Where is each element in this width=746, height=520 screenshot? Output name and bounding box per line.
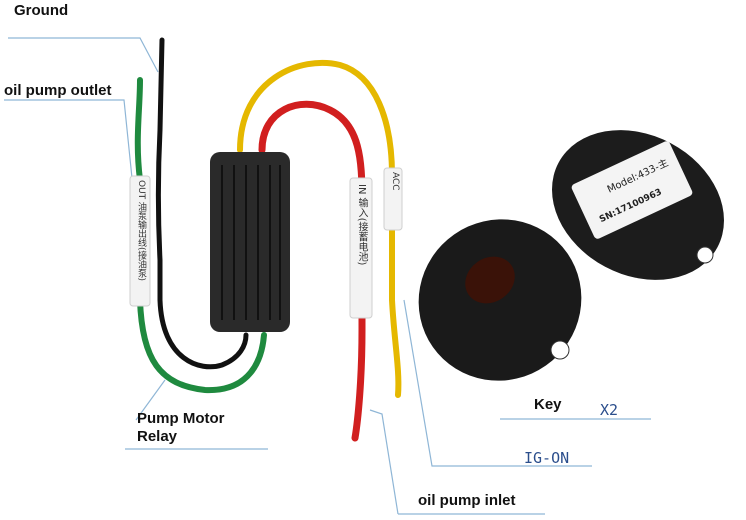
green-wire: [134, 77, 267, 394]
tag-out: [129, 175, 151, 307]
label-key-count: X2: [600, 401, 619, 419]
label-oil-pump-inlet: oil pump inlet: [418, 492, 516, 509]
remote-key-front: [418, 219, 582, 381]
label-pump-motor: Pump Motor: [137, 410, 225, 427]
tag-out-text: OUT 油泵输出线(接油泵): [136, 180, 146, 282]
tag-in-text: IN 输入(接蓄电池): [356, 184, 367, 266]
label-ground: Ground: [14, 2, 69, 19]
remote-key-back: [552, 130, 724, 280]
callout-lines: [4, 37, 651, 515]
label-key: Key: [534, 396, 562, 413]
tag-in: [349, 177, 373, 319]
red-wire: [258, 100, 366, 442]
yellow-wire: [237, 59, 402, 398]
relay-module: [210, 152, 290, 332]
black-wire: [156, 37, 249, 370]
label-relay: Relay: [137, 428, 178, 445]
tag-acc: [383, 167, 403, 231]
label-oil-pump-outlet: oil pump outlet: [4, 82, 112, 99]
tag-acc-text: ACC: [390, 172, 400, 191]
label-ig-on: IG-ON: [524, 449, 570, 467]
